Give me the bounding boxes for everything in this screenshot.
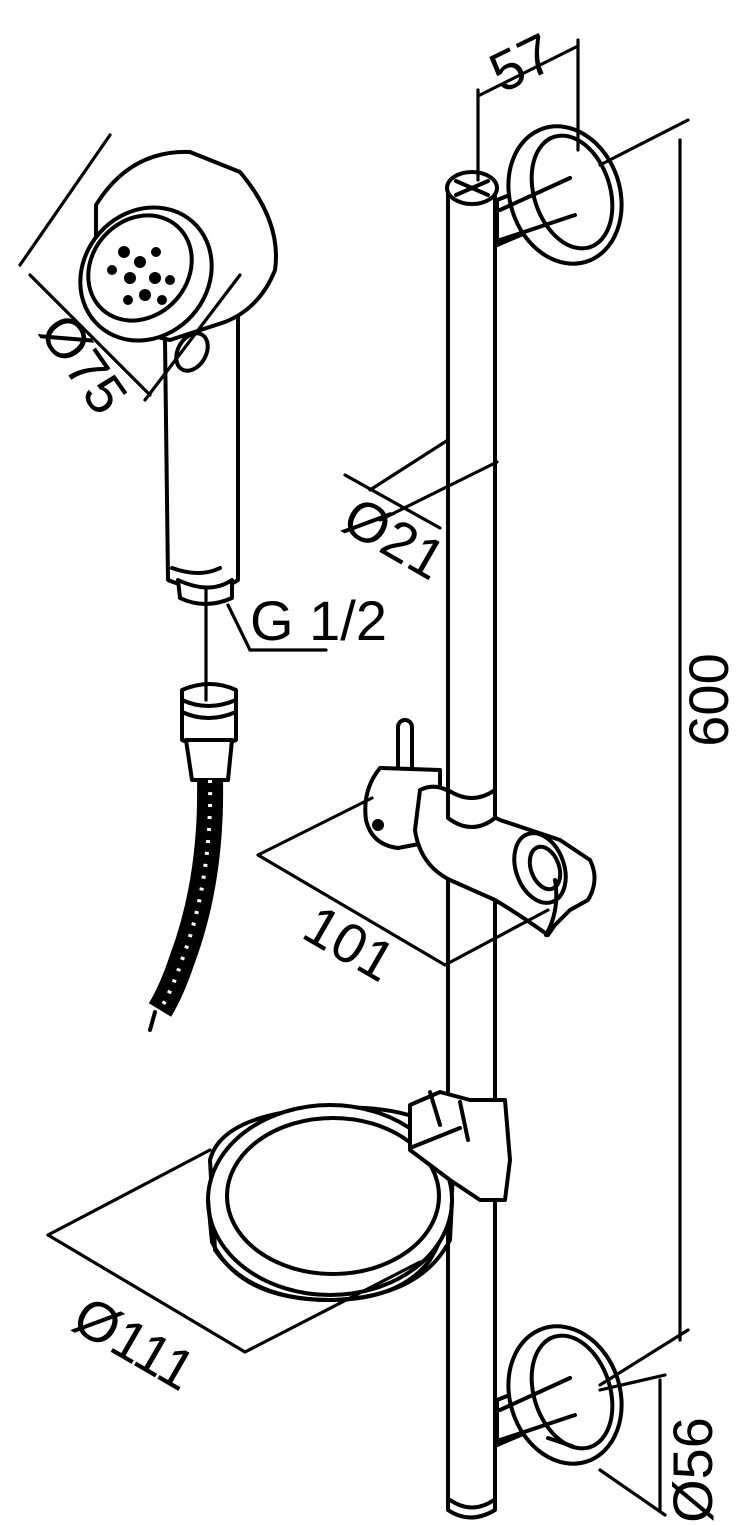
wall-bracket-top bbox=[495, 124, 624, 266]
dim-label-dish-diameter: Ø111 bbox=[63, 1284, 206, 1403]
soap-dish bbox=[206, 1090, 512, 1302]
dim-label-holder-depth: 101 bbox=[294, 892, 406, 993]
dim-label-rail-offset: 57 bbox=[480, 21, 564, 105]
dim-label-rail-length: 600 bbox=[677, 653, 740, 746]
dim-label-thread: G 1/2 bbox=[250, 589, 387, 652]
sliding-holder bbox=[363, 718, 597, 937]
hand-shower bbox=[78, 149, 278, 606]
shower-handle bbox=[163, 303, 240, 591]
holder-screw bbox=[372, 819, 384, 831]
wall-bracket-bottom bbox=[495, 1324, 624, 1466]
shower-nozzles bbox=[107, 246, 175, 305]
shower-hose bbox=[148, 682, 238, 1032]
dim-label-bracket-diameter: Ø56 bbox=[661, 1417, 724, 1523]
dimension-lines bbox=[18, 38, 690, 1517]
dim-label-rail-diameter: Ø21 bbox=[333, 484, 456, 591]
